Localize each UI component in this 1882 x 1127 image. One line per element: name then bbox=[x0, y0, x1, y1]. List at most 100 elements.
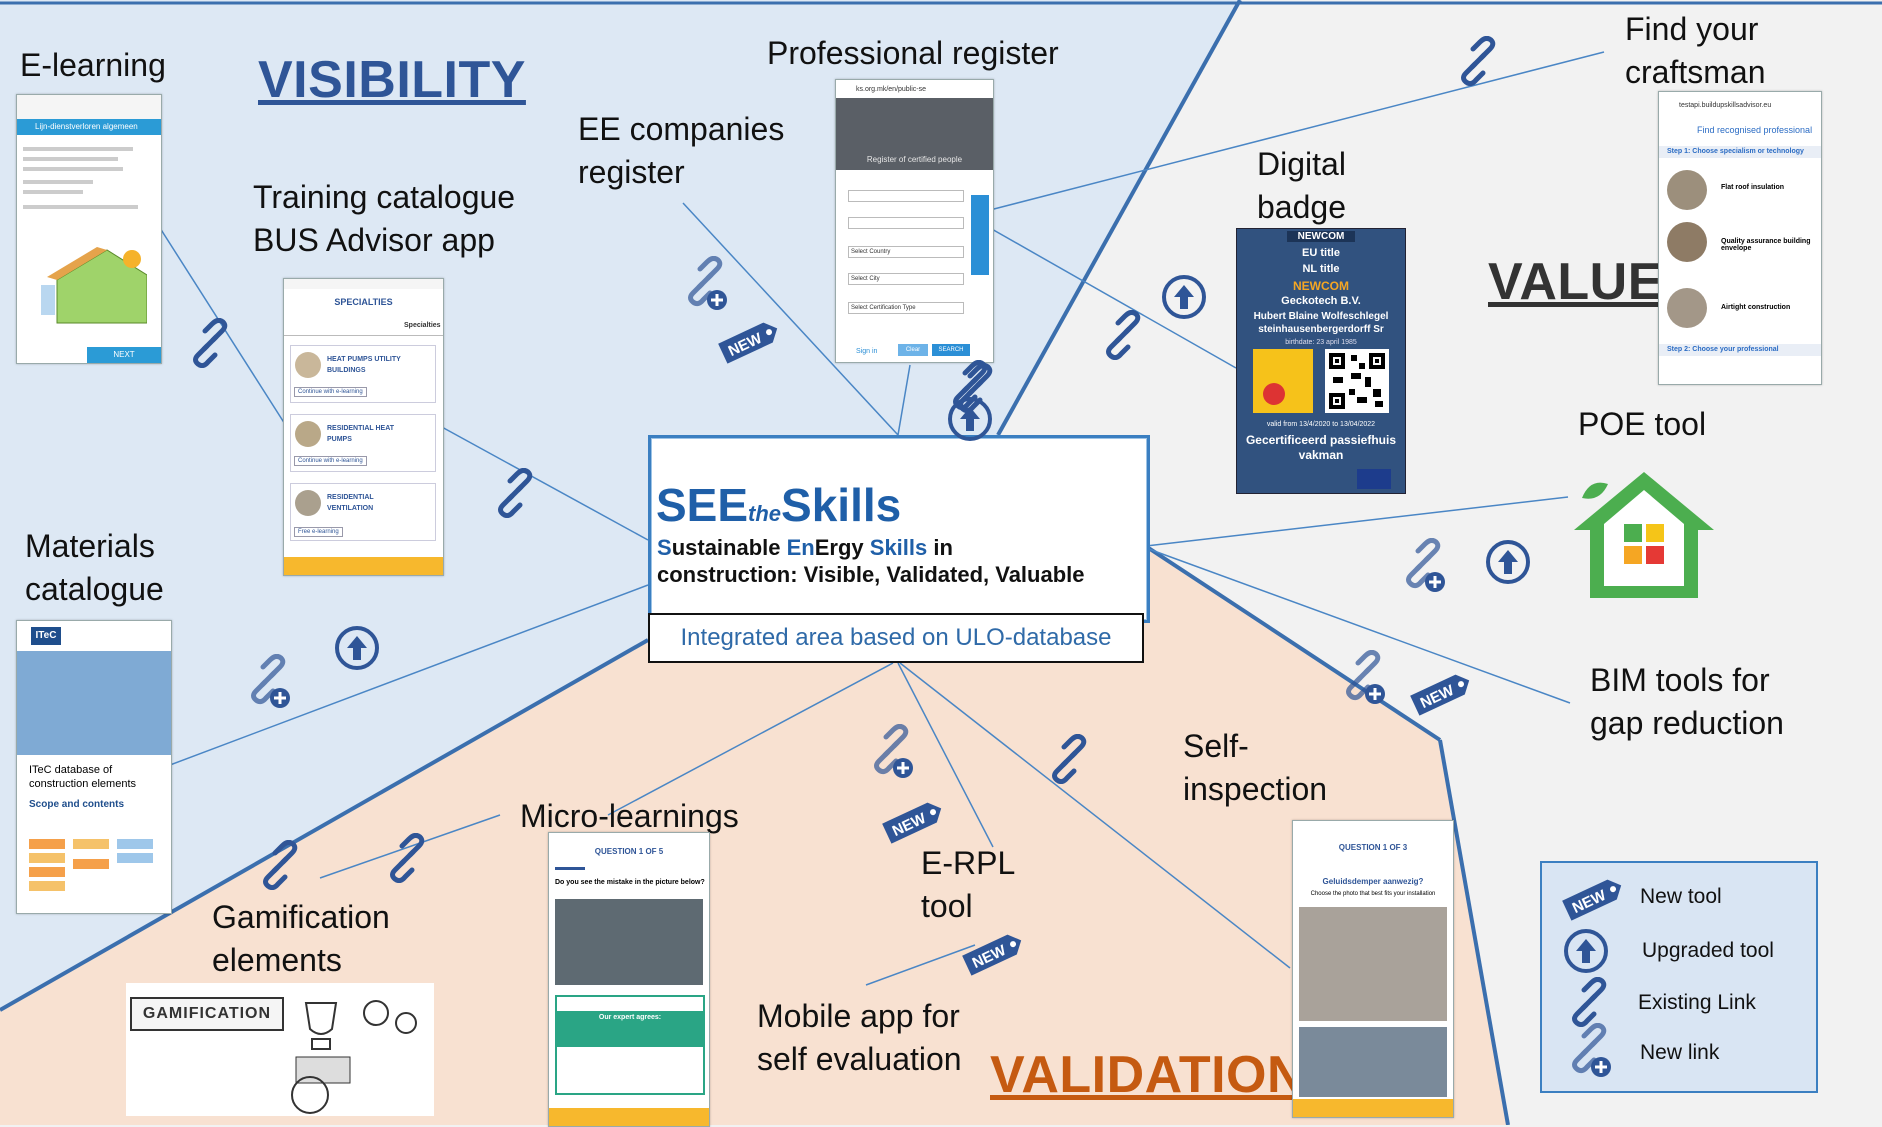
new-badge-icon: NEW bbox=[880, 798, 948, 849]
country-select[interactable]: Select Country bbox=[848, 246, 964, 258]
subtitle-b: Ergy bbox=[814, 535, 870, 560]
connector-line bbox=[989, 227, 1237, 369]
logo-mark bbox=[1263, 383, 1285, 405]
side-toolbar bbox=[971, 195, 989, 275]
subtitle-skills: Skills bbox=[869, 535, 928, 560]
label-professional-register: Professional register bbox=[767, 35, 1059, 71]
eu-flag-icon bbox=[1357, 469, 1391, 489]
badge-birthdate: birthdate: 23 april 1985 bbox=[1285, 339, 1357, 346]
label-elearning: E-learning bbox=[20, 47, 166, 83]
upgrade-icon bbox=[333, 624, 381, 677]
center-box: SEEtheSkills Sustainable EnErgy Skills i… bbox=[648, 435, 1150, 623]
craftsman-item[interactable]: Flat roof insulation bbox=[1721, 184, 1784, 191]
photo-option[interactable] bbox=[1299, 1027, 1447, 1097]
connector-line bbox=[1145, 496, 1569, 547]
visibility-heading: VISIBILITY bbox=[258, 51, 526, 109]
clear-button[interactable]: Clear bbox=[898, 344, 928, 356]
training-item[interactable]: RESIDENTIAL VENTILATION bbox=[290, 483, 436, 541]
house-illustration bbox=[41, 247, 147, 324]
divider bbox=[284, 335, 443, 336]
label-ee-companies: EE companies register bbox=[578, 111, 785, 190]
chip bbox=[29, 839, 65, 849]
label-find-craftsman: Find your craftsman bbox=[1625, 11, 1766, 90]
new-badge-icon: NEW bbox=[960, 930, 1028, 981]
connector-line bbox=[169, 584, 649, 766]
chip bbox=[29, 881, 65, 891]
link-icon bbox=[490, 467, 540, 523]
new-link-icon bbox=[1338, 649, 1388, 711]
self-prompt: Geluidsdemper aanwezig? bbox=[1322, 877, 1424, 886]
next-button[interactable]: NEXT bbox=[87, 347, 161, 363]
chip bbox=[29, 867, 65, 877]
text-line bbox=[23, 147, 133, 151]
chip bbox=[29, 853, 65, 863]
new-link-icon bbox=[1564, 1022, 1614, 1084]
integrated-area-box: Integrated area based on ULO-database bbox=[648, 613, 1144, 663]
legend-upgraded-tool-label: Upgraded tool bbox=[1642, 939, 1774, 962]
legend-new-link: New link bbox=[1542, 1022, 1816, 1077]
new-link-icon bbox=[243, 653, 293, 715]
elearning-header: Lijn-dienstverloren algemeen bbox=[17, 119, 161, 135]
training-item[interactable]: HEAT PUMPS UTILITY BUILDINGS bbox=[290, 345, 436, 403]
new-link-icon bbox=[1398, 537, 1448, 599]
boundary-line bbox=[1142, 543, 1442, 742]
search-button[interactable]: SEARCH bbox=[932, 344, 970, 356]
itec-hero-image bbox=[17, 651, 171, 755]
craftsman-title: Find recognised professional bbox=[1697, 125, 1813, 135]
expert-agrees: Our expert agrees: bbox=[557, 1011, 703, 1047]
item-title: RESIDENTIAL VENTILATION bbox=[327, 494, 374, 512]
item-image bbox=[1667, 170, 1707, 210]
continue-button[interactable]: Continue with e-learning bbox=[294, 387, 367, 397]
free-elearning-button[interactable]: Free e-learning bbox=[294, 527, 343, 537]
item-image bbox=[1667, 288, 1707, 328]
text-line bbox=[23, 190, 83, 194]
item-image bbox=[295, 421, 321, 447]
micro-prompt: Do you see the mistake in the picture be… bbox=[555, 879, 705, 886]
itec-logo: ITeC bbox=[31, 627, 61, 645]
expert-feedback: Our expert agrees: bbox=[555, 995, 705, 1095]
register-banner: Register of certified people bbox=[836, 98, 993, 170]
city-select[interactable]: Select City bbox=[848, 273, 964, 285]
micro-photo[interactable] bbox=[555, 899, 703, 985]
legend: NEW New tool Upgraded tool Existing Link… bbox=[1540, 861, 1818, 1093]
badge-cert-title: Gecertificeerd passiefhuis vakman bbox=[1245, 433, 1397, 462]
text-line bbox=[23, 180, 93, 184]
qr-code bbox=[1325, 349, 1389, 413]
surname-field[interactable] bbox=[848, 217, 964, 229]
connector-line bbox=[897, 662, 994, 848]
training-item[interactable]: RESIDENTIAL HEAT PUMPS bbox=[290, 414, 436, 472]
continue-button[interactable]: Continue with e-learning bbox=[294, 456, 367, 466]
itec-title: ITeC database of construction elements bbox=[29, 764, 136, 790]
craftsman-item[interactable]: Quality assurance building envelope bbox=[1721, 238, 1811, 252]
name-field[interactable] bbox=[848, 190, 964, 202]
text-line bbox=[23, 205, 138, 209]
label-gamification: Gamification elements bbox=[212, 899, 390, 978]
badge-newcom-top: NEWCOM bbox=[1287, 231, 1355, 242]
badge-newcom: NEWCOM bbox=[1293, 279, 1349, 293]
legend-existing-link-label: Existing Link bbox=[1638, 991, 1756, 1014]
craftsman-step2: Step 2: Choose your professional bbox=[1659, 344, 1821, 356]
craftsman-item[interactable]: Airtight construction bbox=[1721, 304, 1791, 311]
photo-option[interactable] bbox=[1299, 907, 1447, 1021]
connector-line bbox=[989, 51, 1605, 211]
certification-select[interactable]: Select Certification Type bbox=[848, 302, 964, 314]
brand-subtitle-line1: Sustainable EnErgy Skills in bbox=[657, 535, 953, 561]
link-icon bbox=[255, 839, 305, 895]
chip bbox=[73, 859, 109, 869]
connector-line bbox=[439, 425, 649, 541]
boundary-line bbox=[1438, 739, 1510, 1125]
bottom-nav bbox=[1293, 1099, 1453, 1117]
training-tab[interactable]: Specialties bbox=[404, 322, 441, 329]
brand-the: the bbox=[748, 501, 782, 526]
item-title: RESIDENTIAL HEAT PUMPS bbox=[327, 425, 395, 443]
upgrade-icon bbox=[1484, 538, 1532, 591]
badge-eu-title: EU title bbox=[1302, 247, 1340, 259]
progress-bar bbox=[555, 867, 585, 870]
self-sub: Choose the photo that best fits your ins… bbox=[1310, 891, 1436, 897]
legend-new-tool-label: New tool bbox=[1640, 885, 1722, 908]
link-icon bbox=[1564, 976, 1614, 1032]
badge-person: Hubert Blaine Wolfeschlegel steinhausenb… bbox=[1253, 311, 1389, 335]
sign-in-link[interactable]: Sign in bbox=[856, 348, 878, 355]
upgrade-icon bbox=[946, 395, 994, 448]
